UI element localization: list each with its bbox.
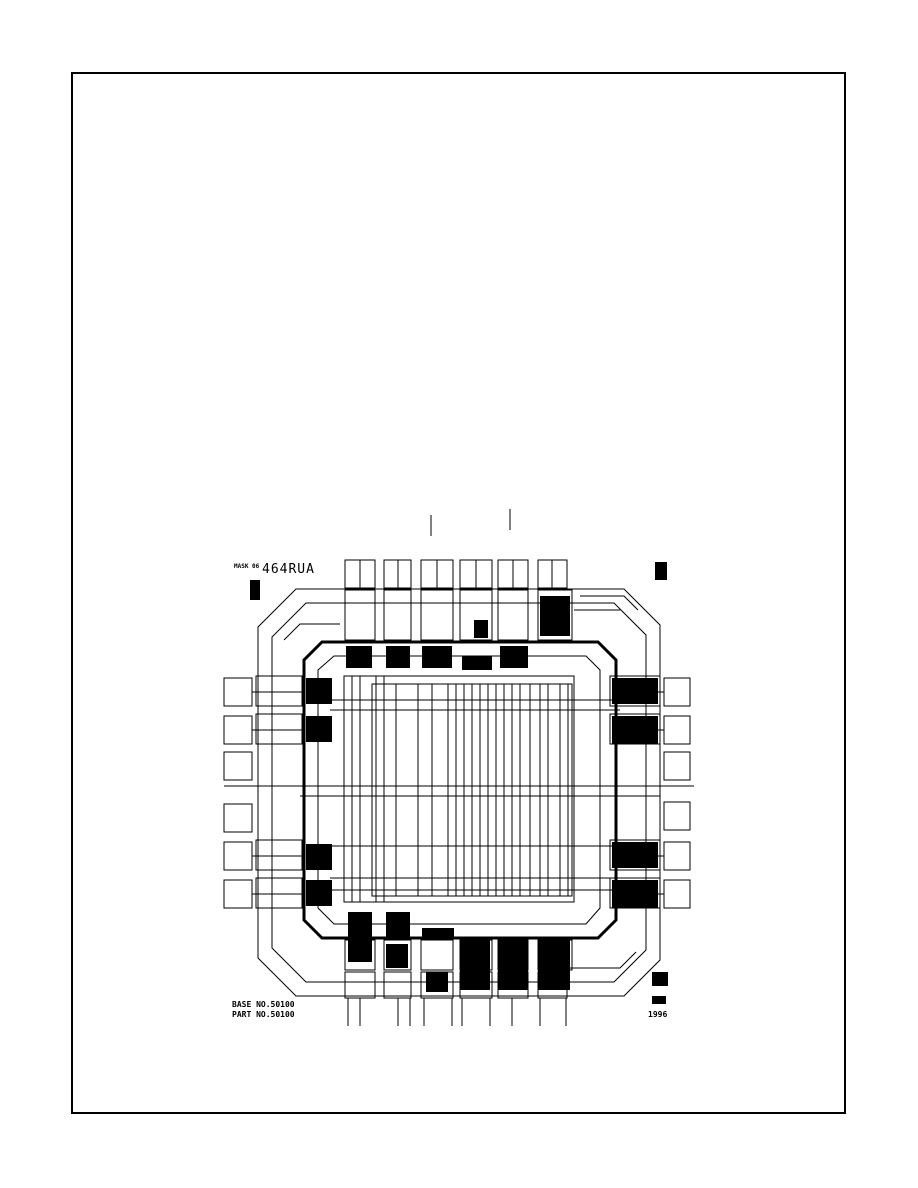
outer-seal-ring-inner — [271, 602, 647, 983]
outer-seal-ring — [257, 588, 661, 997]
core-ring-inner — [317, 655, 601, 925]
top-driver-cells — [344, 589, 573, 641]
part-number-label: PART NO.50100 — [232, 1010, 295, 1019]
bottom-driver-cells — [344, 939, 573, 971]
dense-circuit-blocks — [250, 562, 668, 1004]
page-border — [71, 72, 846, 1114]
vertical-bus-lines — [351, 676, 569, 902]
top-bond-pads — [344, 559, 568, 589]
left-bond-pads — [223, 677, 253, 909]
horizontal-bus-lines — [224, 699, 694, 891]
core-array — [343, 675, 575, 903]
core-ring — [302, 640, 618, 940]
year-label: 1996 — [648, 1010, 668, 1019]
left-driver-cells — [255, 675, 303, 909]
bottom-bond-pads — [344, 971, 568, 999]
base-number-label: BASE NO.50100 — [232, 1000, 295, 1009]
mask-label: MASK 06 — [234, 563, 260, 570]
die-title: 464RUA — [262, 562, 315, 577]
right-bond-pads — [663, 677, 691, 909]
routing-traces — [252, 560, 664, 1026]
